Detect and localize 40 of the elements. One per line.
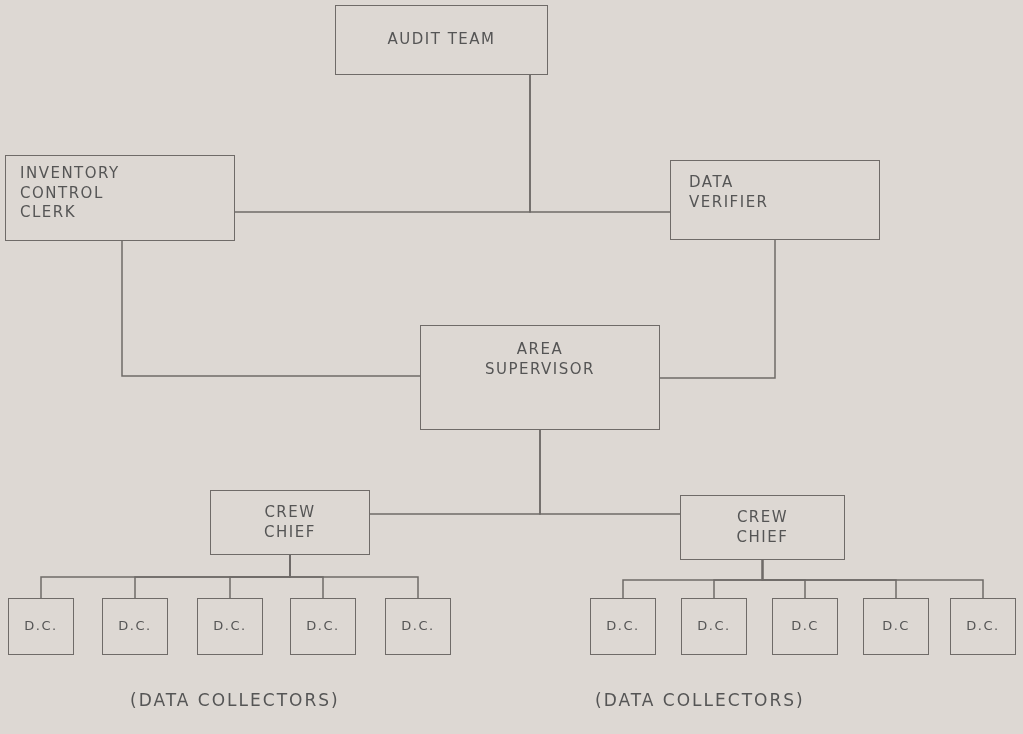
- group-caption: (DATA COLLECTORS): [130, 690, 340, 710]
- role-title: D.C.: [401, 618, 435, 635]
- role-title: CREW CHIEF: [263, 503, 317, 542]
- role-title: D.C.: [118, 618, 152, 635]
- collector-box: [102, 598, 168, 655]
- group-caption: (DATA COLLECTORS): [595, 690, 805, 710]
- role-title: D.C.: [606, 618, 640, 635]
- collector-box: [197, 598, 263, 655]
- connector-line: [539, 429, 681, 515]
- role-title: D.C.: [306, 618, 340, 635]
- collector-box: [863, 598, 929, 655]
- role-title: AUDIT TEAM: [387, 30, 496, 50]
- role-box: [5, 155, 235, 241]
- collector-box: [681, 598, 747, 655]
- role-title: D.C.: [966, 618, 1000, 635]
- role-title: CREW CHIEF: [735, 508, 790, 547]
- role-box: [335, 5, 548, 75]
- role-title: AREA SUPERVISOR: [483, 340, 597, 379]
- role-box: [680, 495, 845, 560]
- collector-box: [590, 598, 656, 655]
- collector-box: [8, 598, 74, 655]
- collector-box: [290, 598, 356, 655]
- connector-line: [529, 74, 671, 213]
- role-box: [670, 160, 880, 240]
- connector-line: [659, 239, 776, 379]
- role-title: D.C.: [213, 618, 247, 635]
- role-title: D.C: [882, 618, 910, 635]
- collector-box: [950, 598, 1016, 655]
- role-title: D.C.: [24, 618, 58, 635]
- role-title: D.C.: [697, 618, 731, 635]
- connector-line: [121, 240, 421, 377]
- collector-box: [385, 598, 451, 655]
- connector-line: [761, 559, 984, 599]
- role-title: INVENTORY CONTROL CLERK: [20, 164, 121, 223]
- role-box: [420, 325, 660, 430]
- role-title: D.C: [791, 618, 819, 635]
- collector-box: [772, 598, 838, 655]
- role-title: DATA VERIFIER: [689, 173, 770, 212]
- connector-line: [289, 554, 419, 599]
- role-box: [210, 490, 370, 555]
